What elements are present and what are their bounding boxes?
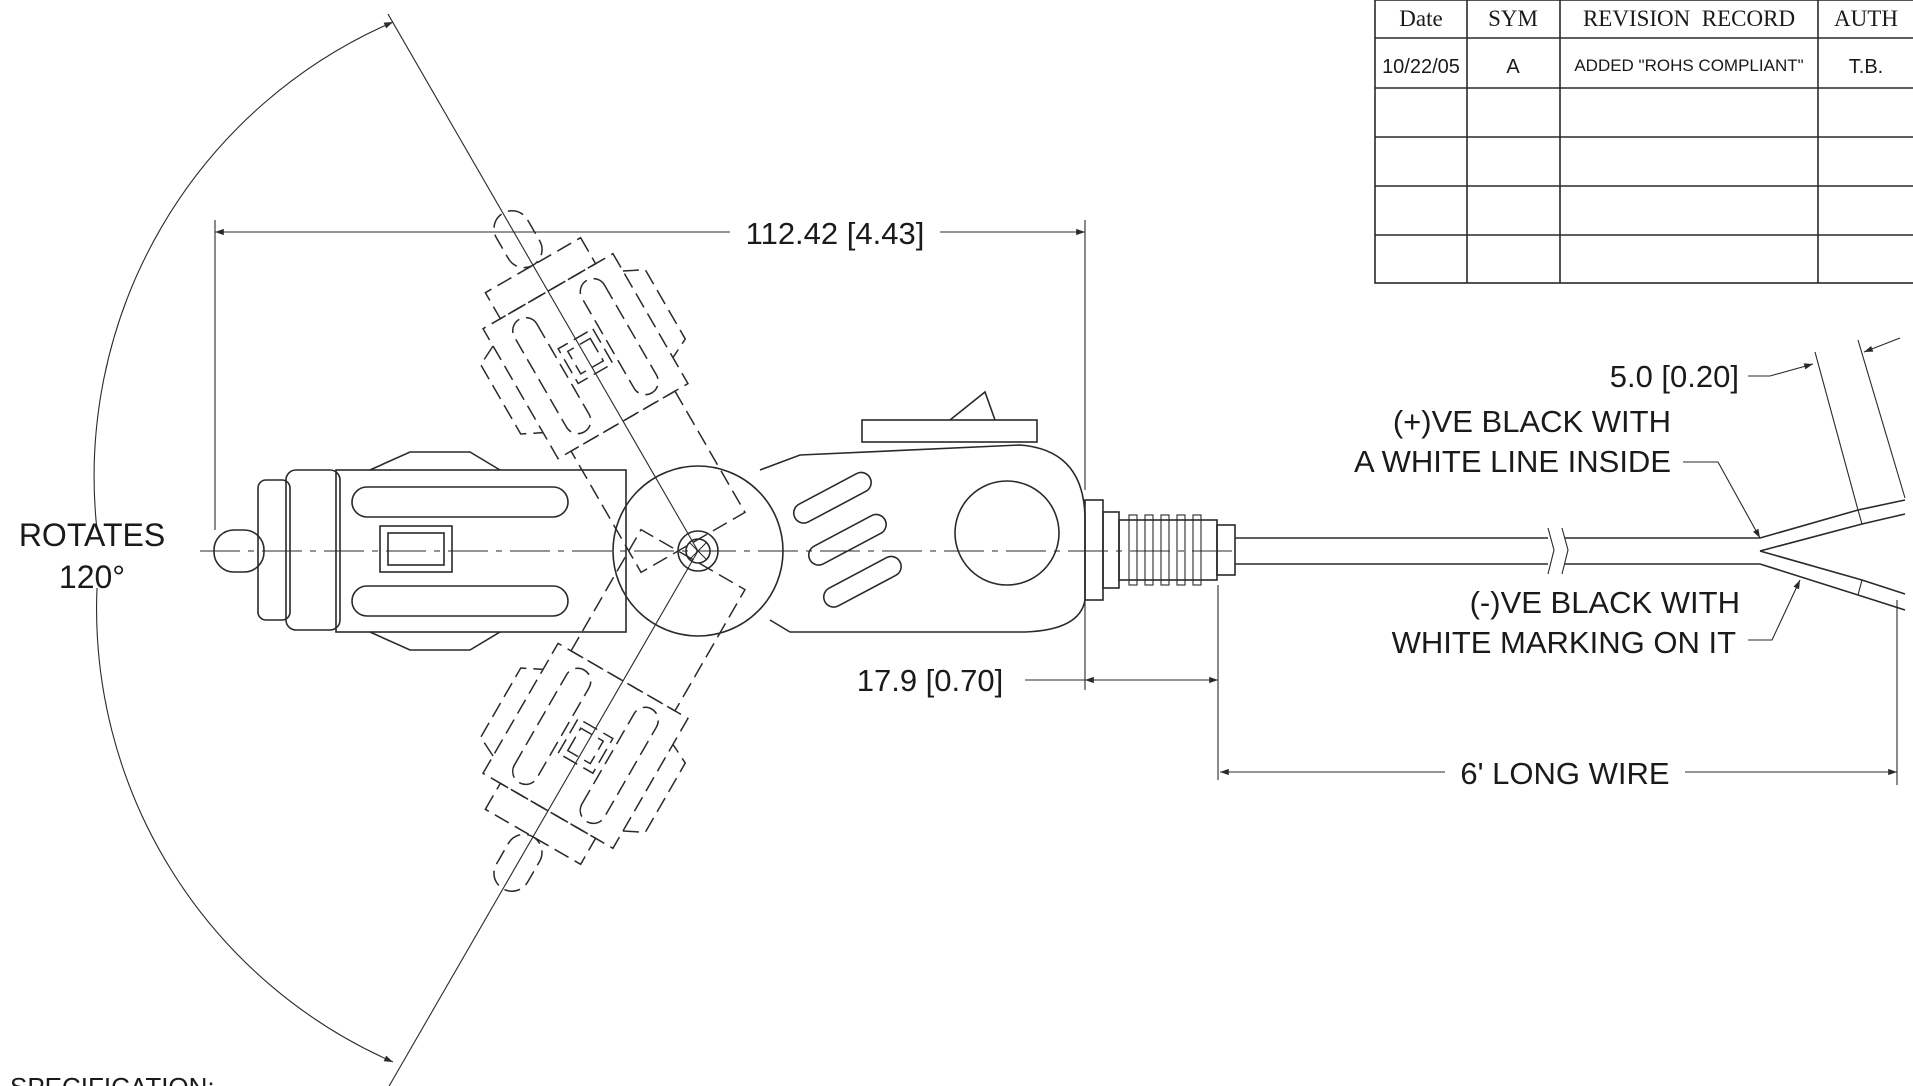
- dimension-overall: 112.42 [4.43]: [214, 216, 1086, 530]
- ghost-plug-lower: [387, 511, 777, 1086]
- negative-wire-label-line1: (-)VE BLACK WITH: [1470, 585, 1740, 620]
- strip-length-value: 5.0 [0.20]: [1610, 359, 1739, 394]
- row1-date: 10/22/05: [1382, 56, 1460, 78]
- rotates-angle: 120°: [59, 559, 125, 595]
- specification-heading: SPECIFICATION:: [10, 1072, 215, 1086]
- row1-sym: A: [1506, 56, 1520, 78]
- row1-auth: T.B.: [1849, 56, 1883, 78]
- header-auth: AUTH: [1834, 6, 1898, 31]
- dimension-wire-length: 6' LONG WIRE: [1220, 600, 1898, 791]
- plug-body: [200, 390, 1240, 651]
- header-sym: SYM: [1488, 6, 1538, 31]
- wire-length-value: 6' LONG WIRE: [1460, 756, 1669, 791]
- dimension-strip-length: 5.0 [0.20]: [1610, 337, 1906, 511]
- overall-length-value: 112.42 [4.43]: [746, 216, 925, 251]
- revision-table: Date SYM REVISION RECORD AUTH 10/22/05 A…: [1374, 0, 1913, 284]
- strain-relief-value: 17.9 [0.70]: [857, 663, 1004, 698]
- positive-wire-label-line2: A WHITE LINE INSIDE: [1354, 444, 1671, 479]
- header-revision-record: REVISION RECORD: [1583, 6, 1795, 31]
- ghost-plug-upper: [387, 13, 777, 591]
- positive-wire-label-line1: (+)VE BLACK WITH: [1393, 404, 1671, 439]
- wire: [1235, 461, 1906, 641]
- rotation-arc: ROTATES 120°: [19, 21, 394, 1063]
- dimension-strain-relief: 17.9 [0.70]: [857, 585, 1219, 780]
- rotates-label: ROTATES: [19, 517, 165, 553]
- negative-wire-label-line2: WHITE MARKING ON IT: [1392, 625, 1737, 660]
- row1-revision: ADDED "ROHS COMPLIANT": [1574, 56, 1803, 75]
- header-date: Date: [1399, 6, 1442, 31]
